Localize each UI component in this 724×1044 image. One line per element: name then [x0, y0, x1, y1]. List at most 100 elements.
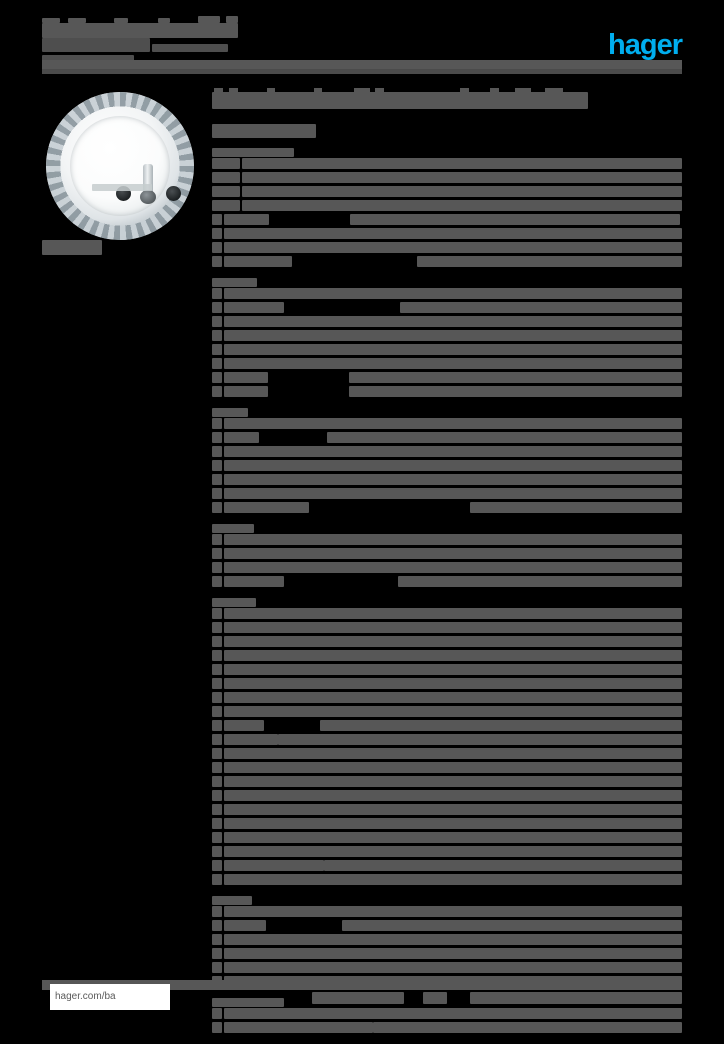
spec-section-heading-redacted	[212, 998, 284, 1007]
footer-url[interactable]: hager.com/ba	[50, 984, 170, 1010]
spec-row	[212, 562, 682, 573]
spec-row-label-redacted	[212, 502, 222, 513]
spec-row-value-redacted	[417, 256, 682, 267]
product-subtitle-redacted	[212, 124, 316, 138]
spec-row-label-redacted	[212, 650, 222, 661]
left-column	[42, 88, 202, 244]
spec-row-gap	[266, 920, 342, 931]
spec-row	[212, 906, 682, 917]
spec-row-value-redacted	[224, 948, 682, 959]
spec-row-label-redacted	[212, 242, 222, 253]
spec-row-gap	[269, 214, 350, 225]
spec-row-value-redacted	[398, 576, 682, 587]
spec-row-label-continuation-redacted	[223, 860, 324, 871]
spec-row	[212, 948, 682, 959]
spec-row	[212, 330, 682, 341]
spec-row	[212, 706, 682, 717]
spec-row-value-redacted	[224, 242, 682, 253]
footer-page-number-redacted	[634, 992, 682, 1004]
spec-row-label-redacted	[212, 720, 222, 731]
spec-row-label-redacted	[212, 418, 222, 429]
spec-row-value-redacted	[242, 200, 682, 211]
spec-row-label-redacted	[212, 608, 222, 619]
spec-row-label-redacted	[212, 636, 222, 647]
spec-row	[212, 214, 682, 225]
spec-row-label-redacted	[212, 706, 222, 717]
spec-row-value-redacted	[224, 474, 682, 485]
spec-row-label-redacted	[212, 386, 222, 397]
spec-row	[212, 622, 682, 633]
spec-row-label-continuation-redacted	[224, 386, 268, 397]
socket-earth-pin	[140, 164, 156, 204]
spec-row-value-redacted	[224, 316, 682, 327]
spec-row	[212, 762, 682, 773]
spec-row-value-redacted	[242, 158, 682, 169]
spec-row-value-redacted	[224, 1008, 682, 1019]
spec-row-label-continuation-redacted	[224, 502, 309, 513]
spec-row-value-redacted	[224, 692, 682, 703]
spec-row	[212, 720, 682, 731]
spec-row-value-redacted	[224, 804, 682, 815]
spec-section-spacer	[212, 1036, 682, 1044]
spec-row	[212, 846, 682, 857]
spec-row-label-continuation-redacted	[224, 302, 284, 313]
spec-row-label-redacted	[212, 874, 222, 885]
spec-row-value-redacted	[224, 488, 682, 499]
header-divider	[42, 60, 682, 69]
spec-row-label-redacted	[212, 920, 222, 931]
spec-row	[212, 256, 682, 267]
spec-row-label-redacted	[212, 622, 222, 633]
spec-row-label-redacted	[212, 664, 222, 675]
product-title-ascenders	[212, 88, 588, 94]
spec-row	[212, 418, 682, 429]
spec-row-value-redacted	[323, 860, 682, 871]
footer-divider	[42, 980, 682, 990]
spec-row-label-redacted	[212, 818, 222, 829]
spec-row	[212, 832, 682, 843]
spec-row-value-redacted	[224, 228, 682, 239]
spec-row	[212, 158, 682, 169]
page-footer: hager.com/ba	[42, 980, 682, 1014]
spec-row	[212, 1008, 682, 1019]
spec-row-label-redacted	[212, 804, 222, 815]
spec-row-label-redacted	[212, 372, 222, 383]
spec-row-label-redacted	[212, 776, 222, 787]
spec-row-label-redacted	[212, 832, 222, 843]
socket-contact-hole-right	[166, 186, 181, 201]
spec-row-value-redacted	[320, 720, 682, 731]
spec-row-label-redacted	[212, 562, 222, 573]
spec-row	[212, 962, 682, 973]
spec-row-value-redacted	[224, 762, 682, 773]
spec-section-spacer	[212, 590, 682, 598]
spec-row-label-continuation-redacted	[224, 720, 264, 731]
spec-section	[212, 278, 682, 408]
spec-row	[212, 288, 682, 299]
spec-row	[212, 228, 682, 239]
spec-section-heading-redacted	[212, 408, 248, 417]
spec-row-label-redacted	[212, 200, 240, 211]
spec-row-value-redacted	[224, 330, 682, 341]
spec-row-value-redacted	[224, 664, 682, 675]
spec-row-label-redacted	[212, 934, 222, 945]
spec-row-label-redacted	[212, 576, 222, 587]
socket-face	[70, 116, 181, 216]
spec-row	[212, 432, 682, 443]
spec-row-value-redacted	[224, 288, 682, 299]
spec-row-label-redacted	[212, 172, 240, 183]
spec-row-value-redacted	[242, 186, 682, 197]
spec-row-value-redacted	[278, 734, 682, 745]
spec-row-label-redacted	[212, 948, 222, 959]
spec-row-value-redacted	[224, 776, 682, 787]
spec-row-value-redacted	[350, 214, 680, 225]
spec-row	[212, 186, 682, 197]
spec-section-spacer	[212, 400, 682, 408]
spec-row-label-redacted	[212, 534, 222, 545]
spec-row	[212, 678, 682, 689]
spec-row-label-redacted	[212, 186, 240, 197]
spec-row	[212, 548, 682, 559]
spec-row-gap	[309, 502, 470, 513]
spec-row-label-redacted	[212, 678, 222, 689]
spec-row-label-redacted	[212, 228, 222, 239]
spec-row	[212, 576, 682, 587]
spec-row-label-continuation-redacted	[224, 432, 259, 443]
